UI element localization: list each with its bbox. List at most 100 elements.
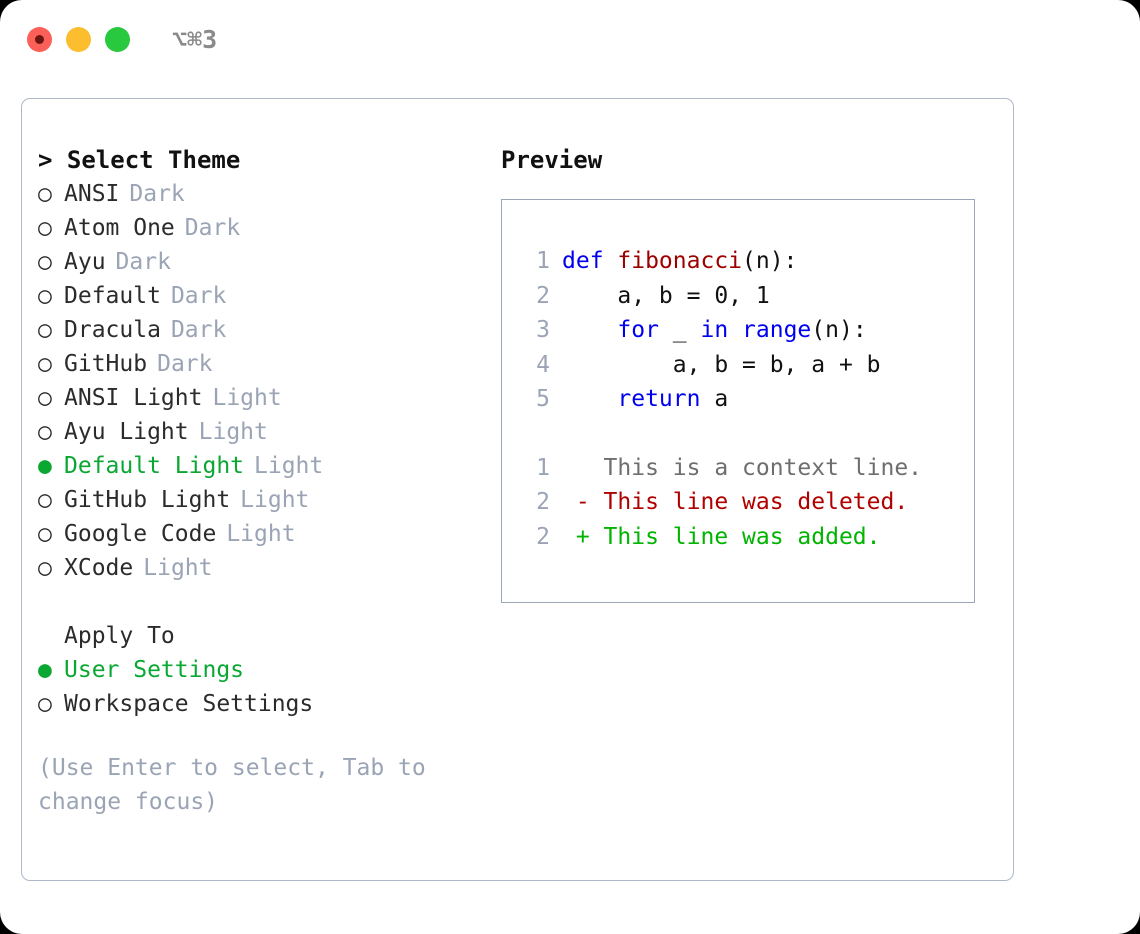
diff-sample: 1 This is a context line.2 - This line w…: [502, 451, 974, 555]
code-line-number: 4: [536, 351, 550, 378]
theme-option-category: Dark: [170, 283, 227, 309]
code-line-number: 5: [536, 386, 550, 412]
traffic-light-dots: [27, 26, 130, 52]
radio-selected-icon[interactable]: ●: [38, 657, 52, 683]
theme-option-label: Default: [64, 283, 161, 309]
theme-option-ansi-light[interactable]: ○ ANSI Light Light: [38, 381, 468, 415]
theme-option-atom-one[interactable]: ○ Atom One Dark: [38, 211, 468, 245]
radio-unselected-icon[interactable]: ○: [38, 419, 52, 445]
code-line-text: return a: [562, 382, 728, 417]
maximize-icon[interactable]: [105, 26, 130, 52]
theme-option-label: GitHub Light: [64, 487, 231, 513]
code-token-plain: [728, 317, 742, 343]
code-line: 5 return a: [502, 382, 974, 417]
radio-selected-icon[interactable]: ●: [38, 453, 52, 479]
theme-option-ayu-light[interactable]: ○ Ayu Light Light: [38, 415, 468, 449]
radio-unselected-icon[interactable]: ○: [38, 249, 52, 275]
apply-to-option-user-settings[interactable]: ●User Settings: [38, 653, 468, 687]
theme-option-category: Dark: [157, 351, 213, 377]
theme-option-category: Light: [240, 487, 310, 513]
radio-unselected-icon[interactable]: ○: [38, 691, 52, 717]
code-line: 2 a, b = 0, 1: [502, 279, 974, 314]
theme-option-label: Ayu Light: [64, 419, 189, 445]
code-token-plain: [562, 386, 617, 412]
window-shortcut-label: ⌥⌘3: [172, 24, 218, 54]
theme-option-github[interactable]: ○ GitHub Dark: [38, 347, 468, 381]
theme-option-label: Atom One: [64, 215, 175, 241]
code-line-text: a, b = 0, 1: [562, 279, 769, 314]
theme-option-category: Dark: [129, 181, 185, 207]
theme-option-category: Light: [212, 385, 282, 411]
code-line-text: for _ in range(n):: [562, 313, 867, 348]
apply-to-list[interactable]: ●User Settings ○ Workspace Settings: [38, 653, 468, 721]
theme-option-category: Light: [226, 521, 296, 547]
code-token-kw: in: [700, 317, 729, 343]
code-token-plain: (n):: [811, 317, 867, 343]
diff-line-number: 1: [536, 454, 550, 481]
radio-unselected-icon[interactable]: ○: [38, 215, 52, 241]
theme-option-github-light[interactable]: ○ GitHub Light Light: [38, 483, 468, 517]
diff-line-text: - This line was deleted.: [562, 489, 909, 515]
preview-header: Preview: [501, 146, 603, 174]
code-line-number: 2: [536, 282, 550, 309]
code-line-number: 1: [536, 248, 550, 274]
code-line: 4 a, b = b, a + b: [502, 348, 974, 383]
code-token-kw: def: [562, 248, 618, 274]
theme-option-category: Light: [143, 555, 213, 581]
radio-unselected-icon[interactable]: ○: [38, 351, 52, 377]
diff-line-del: 2 - This line was deleted.: [502, 485, 974, 520]
apply-to-option-workspace-settings[interactable]: ○ Workspace Settings: [38, 687, 468, 721]
theme-option-category: Light: [198, 419, 268, 445]
radio-unselected-icon[interactable]: ○: [38, 555, 52, 581]
theme-option-category: Dark: [170, 317, 227, 343]
code-line: 3 for _ in range(n):: [502, 313, 974, 348]
radio-unselected-icon[interactable]: ○: [38, 283, 52, 309]
radio-unselected-icon[interactable]: ○: [38, 487, 52, 513]
theme-option-label: Ayu: [64, 249, 106, 275]
theme-option-category: Dark: [184, 215, 241, 241]
minimize-icon[interactable]: [66, 26, 91, 52]
theme-option-label: Default Light: [64, 453, 245, 479]
diff-line-text: + This line was added.: [562, 523, 881, 550]
theme-option-label: ANSI: [64, 181, 120, 207]
radio-unselected-icon[interactable]: ○: [38, 317, 52, 343]
code-token-plain: [562, 317, 617, 343]
code-token-fn: fibonacci: [617, 248, 743, 274]
close-icon[interactable]: [27, 26, 52, 52]
code-line-number: 3: [536, 317, 550, 343]
preview-gap: [502, 417, 974, 451]
select-theme-header: > Select Theme: [38, 146, 241, 174]
code-token-plain: (n):: [742, 248, 798, 274]
theme-option-category: Dark: [115, 249, 171, 275]
theme-option-default[interactable]: ○ Default Dark: [38, 279, 468, 313]
code-token-kw: for: [617, 317, 659, 343]
radio-unselected-icon[interactable]: ○: [38, 521, 52, 547]
theme-option-label: GitHub: [64, 351, 148, 377]
apply-to-header: Apply To: [64, 623, 175, 649]
code-token-plain: a, b = b, a + b: [562, 351, 881, 378]
theme-option-ayu[interactable]: ○ Ayu Dark: [38, 245, 468, 279]
code-line-text: a, b = b, a + b: [562, 348, 881, 383]
radio-unselected-icon[interactable]: ○: [38, 181, 52, 207]
radio-unselected-icon[interactable]: ○: [38, 385, 52, 411]
theme-option-xcode[interactable]: ○ XCode Light: [38, 551, 468, 585]
code-line: 1 def fibonacci(n):: [502, 244, 974, 279]
code-token-kw: range: [742, 317, 812, 343]
theme-option-ansi[interactable]: ○ ANSI Dark: [38, 177, 468, 211]
code-token-kw: return: [617, 386, 701, 412]
theme-option-label: Dracula: [64, 317, 161, 343]
diff-line-ctx: 1 This is a context line.: [502, 451, 974, 486]
theme-option-dracula[interactable]: ○ Dracula Dark: [38, 313, 468, 347]
diff-line-number: 2: [536, 523, 550, 550]
theme-option-label: XCode: [64, 555, 134, 581]
code-token-plain: a: [700, 386, 729, 412]
theme-option-label: ANSI Light: [64, 385, 203, 411]
apply-to-option-label: Workspace Settings: [64, 691, 314, 717]
